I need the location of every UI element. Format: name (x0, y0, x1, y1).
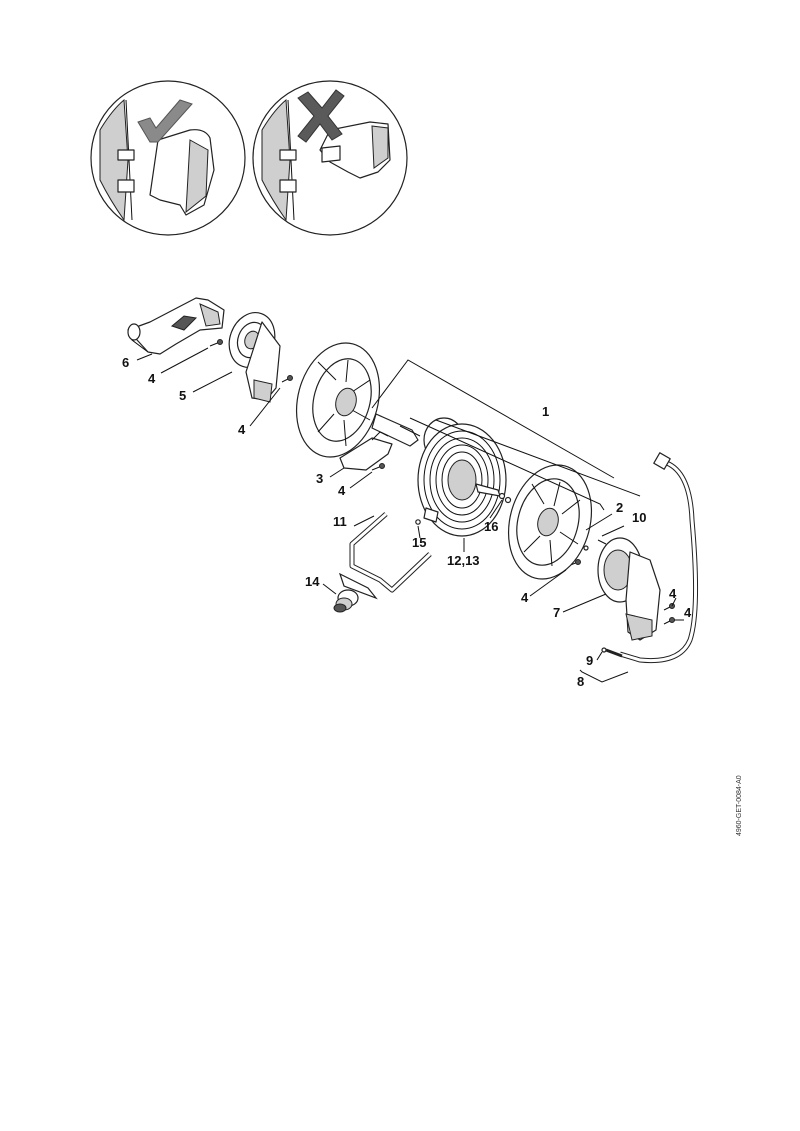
label-part-10: 10 (632, 510, 646, 525)
label-part-4: 4 (521, 590, 529, 605)
label-part-1: 1 (542, 404, 549, 419)
cross-icon (297, 89, 345, 143)
label-part-9: 9 (586, 653, 593, 668)
part-connecting-hose (605, 452, 699, 664)
label-part-4: 4 (238, 422, 246, 437)
part-10-pin (597, 539, 607, 545)
screw-4f (663, 617, 675, 625)
document-code: 4960-GET-0084-A0 (736, 775, 743, 836)
part-bearing-plate (228, 312, 281, 403)
label-part-4: 4 (669, 586, 677, 601)
part-crank-handle (127, 297, 225, 355)
part-drum-side-left (295, 342, 381, 458)
checkmark-icon (137, 99, 193, 143)
screw-4b (281, 375, 293, 383)
incorrect-mounting-hint (252, 80, 408, 236)
label-part-2: 2 (616, 500, 623, 515)
label-part-11: 11 (333, 514, 347, 529)
label-part-5: 5 (179, 388, 186, 403)
screw-4c (371, 463, 385, 471)
part-shaft (371, 413, 421, 447)
screw-4d (567, 559, 581, 567)
part-hose-connector (333, 589, 359, 613)
label-part-8: 8 (577, 674, 584, 689)
label-part-15: 15 (412, 535, 426, 550)
label-part-6: 6 (122, 355, 129, 370)
part-bearing-housing (597, 537, 661, 641)
label-part-4: 4 (338, 483, 346, 498)
part-seal-16 (498, 492, 512, 504)
label-part-3: 3 (316, 471, 323, 486)
label-part-14: 14 (305, 574, 320, 589)
part-seal-9 (601, 647, 607, 653)
part-labels: 6 4 5 4 1 3 4 2 10 11 16 15 12,13 14 4 4… (122, 355, 692, 689)
part-seal-15 (415, 519, 421, 525)
label-part-16: 16 (484, 519, 498, 534)
screw-4a (209, 339, 223, 347)
label-part-4: 4 (148, 371, 156, 386)
label-part-12-13: 12,13 (447, 553, 480, 568)
label-part-4: 4 (684, 605, 692, 620)
part-hose-guide (338, 512, 432, 600)
part-washer (583, 545, 589, 551)
leader-lines (136, 347, 684, 683)
label-part-7: 7 (553, 605, 560, 620)
correct-mounting-hint (90, 80, 246, 236)
part-drum-side-right (507, 464, 593, 580)
